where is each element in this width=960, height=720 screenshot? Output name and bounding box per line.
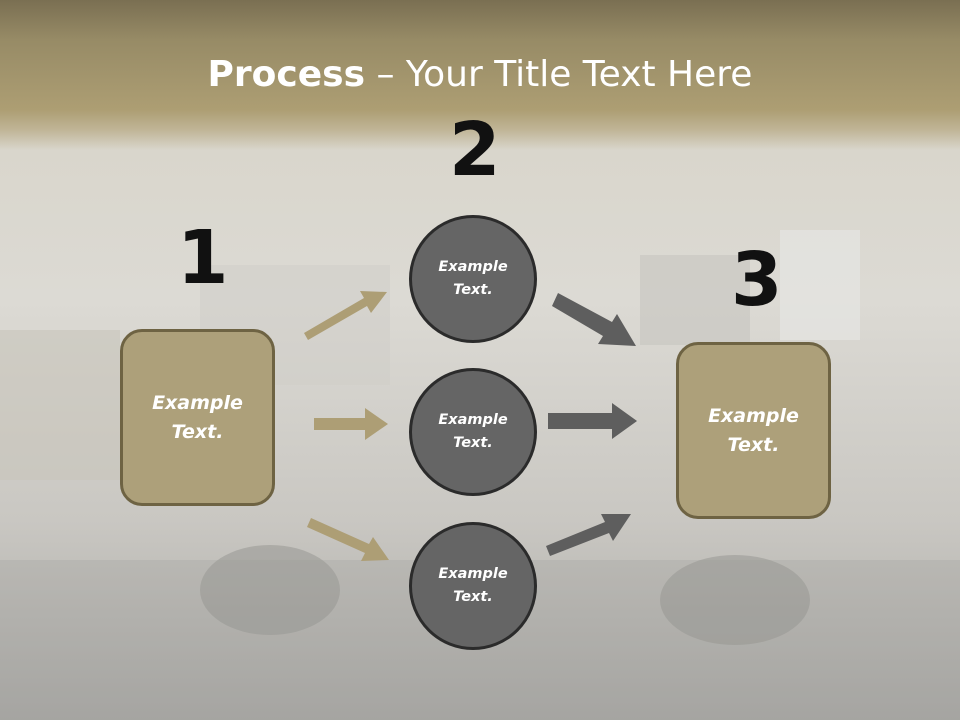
circle-top-line2: Text. — [453, 282, 493, 298]
circle-middle-line2: Text. — [453, 435, 493, 451]
step-number-1: 1 — [177, 215, 229, 301]
step-1-text-line1: Example — [152, 391, 243, 414]
step-1-text-line2: Text. — [171, 420, 224, 443]
circle-top-line1: Example — [438, 259, 508, 275]
circle-bottom-line2: Text. — [453, 589, 493, 605]
gray-arrow-down — [552, 293, 636, 346]
gray-arrow-up — [546, 514, 631, 556]
circle-bottom-line1: Example — [438, 566, 508, 582]
step-number-2: 2 — [449, 107, 501, 193]
gray-arrow-right — [548, 403, 637, 439]
step-3-text-line1: Example — [708, 404, 799, 427]
tan-arrow-down — [307, 518, 389, 561]
slide-title: Process – Your Title Text Here — [0, 52, 960, 98]
step-number-3: 3 — [731, 237, 783, 323]
title-bold: Process — [207, 54, 366, 95]
tan-arrow-up — [304, 291, 387, 340]
step-3-text-line2: Text. — [727, 433, 780, 456]
tan-arrow-right — [314, 408, 388, 440]
title-rest: – Your Title Text Here — [365, 54, 753, 95]
circle-middle-line1: Example — [438, 412, 508, 428]
